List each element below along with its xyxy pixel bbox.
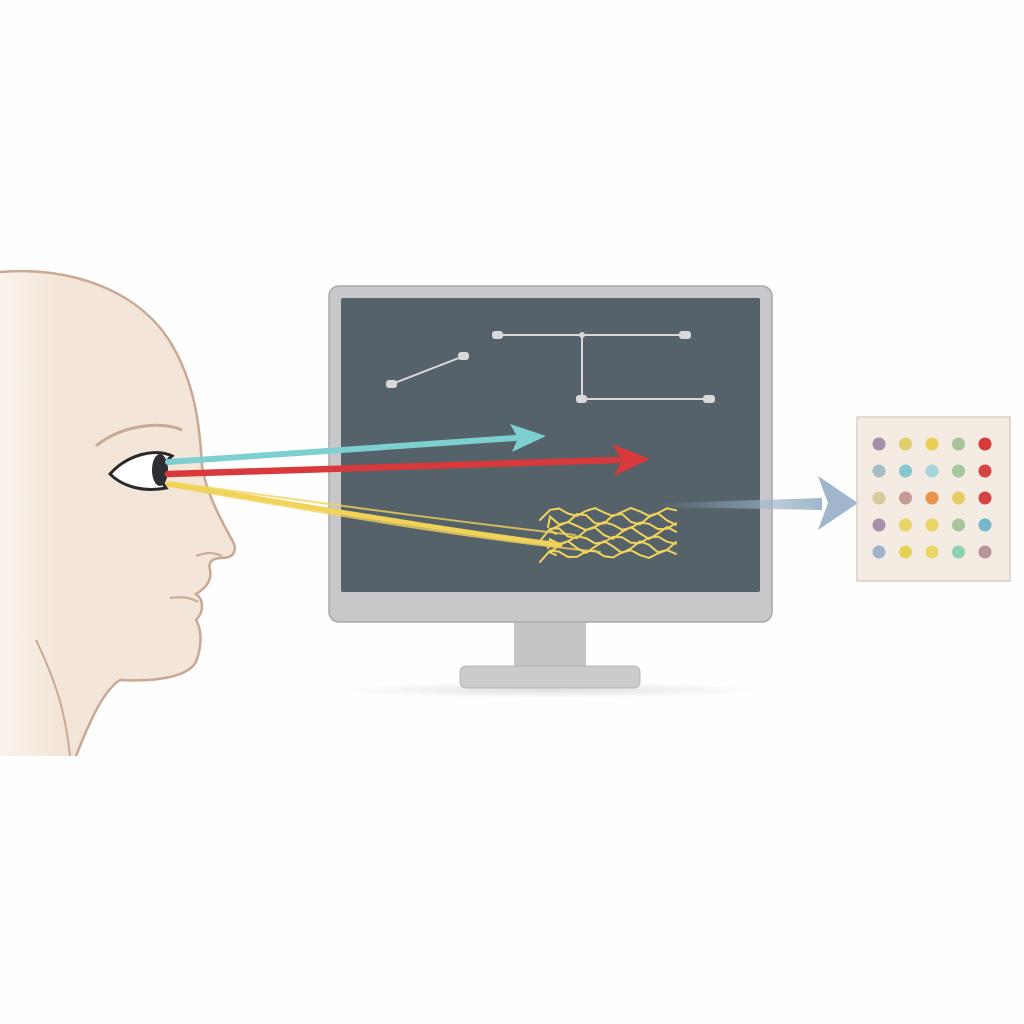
human-face-profile-icon — [0, 269, 236, 757]
monitor-stand-base — [459, 665, 641, 689]
grid-dot — [899, 518, 912, 532]
grid-dot — [925, 491, 939, 505]
scanpath-scribble — [539, 506, 677, 563]
grid-dot — [952, 437, 965, 451]
grid-dot — [872, 491, 886, 505]
grid-dot — [952, 464, 965, 478]
gaze-arrow-cyan — [165, 424, 546, 465]
grid-dot — [872, 437, 886, 451]
monitor-stand-neck — [514, 620, 586, 670]
face-profile — [0, 271, 235, 756]
lip-line — [169, 596, 199, 603]
scanpath-line — [548, 520, 677, 535]
grid-dot — [952, 545, 965, 559]
grid-dot — [925, 437, 939, 451]
eye-pupil — [152, 454, 168, 486]
color-dot-grid-icon — [856, 416, 1011, 582]
nostril — [195, 552, 223, 557]
grid-dot — [978, 518, 992, 532]
grid-dot — [925, 464, 939, 478]
grid-dot — [952, 491, 965, 505]
eye-icon — [107, 451, 175, 491]
dot-grid — [872, 437, 992, 559]
grid-dot — [899, 437, 912, 451]
output-arrow — [660, 476, 858, 530]
grid-dot — [899, 545, 912, 559]
face-outline — [0, 269, 236, 757]
jaw-line — [35, 639, 71, 757]
monitor-shadow — [340, 682, 760, 698]
grid-dot — [925, 545, 939, 559]
gaze-arrows — [164, 424, 677, 563]
screen-wireframe-nodes — [386, 331, 715, 403]
grid-dot — [978, 464, 992, 478]
grid-dot — [952, 518, 965, 532]
grid-dot — [872, 545, 886, 559]
scanpath-line — [548, 539, 677, 556]
gaze-arrow-yellow — [165, 481, 601, 553]
grid-dot — [899, 464, 912, 478]
gaze-arrow-red — [164, 444, 650, 478]
scanpath-line — [539, 548, 677, 563]
grid-dot — [872, 464, 886, 478]
grid-dot — [978, 491, 992, 505]
grid-dot — [872, 518, 886, 532]
grid-dot — [978, 437, 992, 451]
grid-dot — [978, 545, 992, 559]
eyebrow — [95, 423, 183, 448]
screen-wireframe — [391, 334, 710, 400]
grid-dot — [925, 518, 939, 532]
grid-dot — [899, 491, 912, 505]
